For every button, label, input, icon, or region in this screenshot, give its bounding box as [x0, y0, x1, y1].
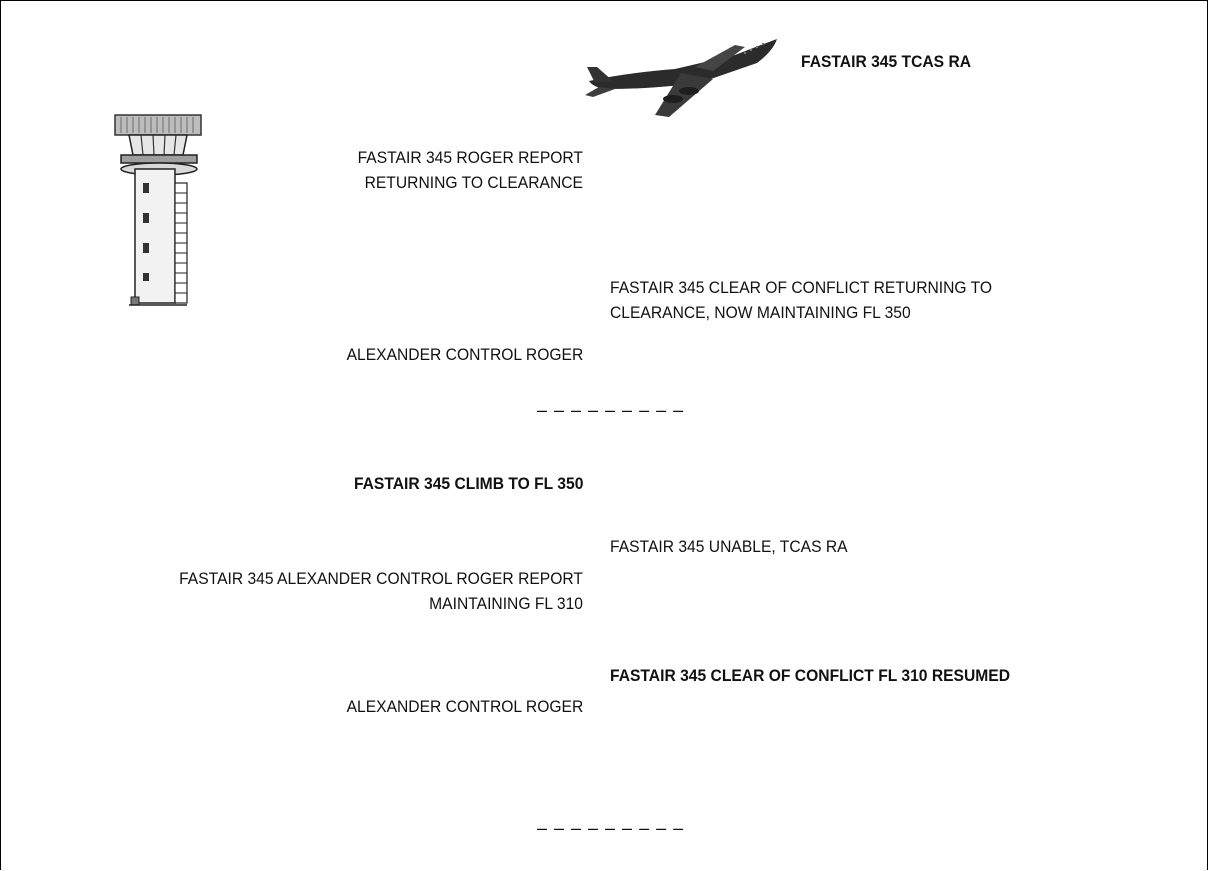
- message-line: RETURNING TO CLEARANCE: [358, 170, 583, 195]
- message-line: FASTAIR 345 ROGER REPORT: [358, 145, 583, 170]
- message-line: CLEARANCE, NOW MAINTAINING FL 350: [610, 300, 992, 325]
- pilot-clear-of-conflict-message: FASTAIR 345 CLEAR OF CONFLICT RETURNING …: [610, 275, 992, 325]
- atc-climb-instruction: FASTAIR 345 CLIMB TO FL 350: [354, 471, 583, 496]
- section-separator: – – – – – – – – –: [537, 818, 684, 839]
- message-line: MAINTAINING FL 310: [179, 591, 583, 616]
- message-line: FASTAIR 345 ALEXANDER CONTROL ROGER REPO…: [179, 566, 583, 591]
- atc-report-maintaining-message: FASTAIR 345 ALEXANDER CONTROL ROGER REPO…: [179, 566, 583, 616]
- atc-report-returning-message: FASTAIR 345 ROGER REPORT RETURNING TO CL…: [358, 145, 583, 195]
- atc-roger-message: ALEXANDER CONTROL ROGER: [346, 342, 583, 367]
- message-line: FASTAIR 345 CLEAR OF CONFLICT RETURNING …: [610, 275, 992, 300]
- control-tower-icon: [113, 113, 203, 309]
- aircraft-tcas-ra-message: FASTAIR 345 TCAS RA: [801, 49, 971, 74]
- airliner-icon: [585, 29, 781, 125]
- section-separator: – – – – – – – – –: [537, 400, 684, 421]
- atc-roger-message: ALEXANDER CONTROL ROGER: [346, 694, 583, 719]
- pilot-unable-tcas-message: FASTAIR 345 UNABLE, TCAS RA: [610, 534, 848, 559]
- pilot-fl310-resumed-message: FASTAIR 345 CLEAR OF CONFLICT FL 310 RES…: [610, 663, 1010, 688]
